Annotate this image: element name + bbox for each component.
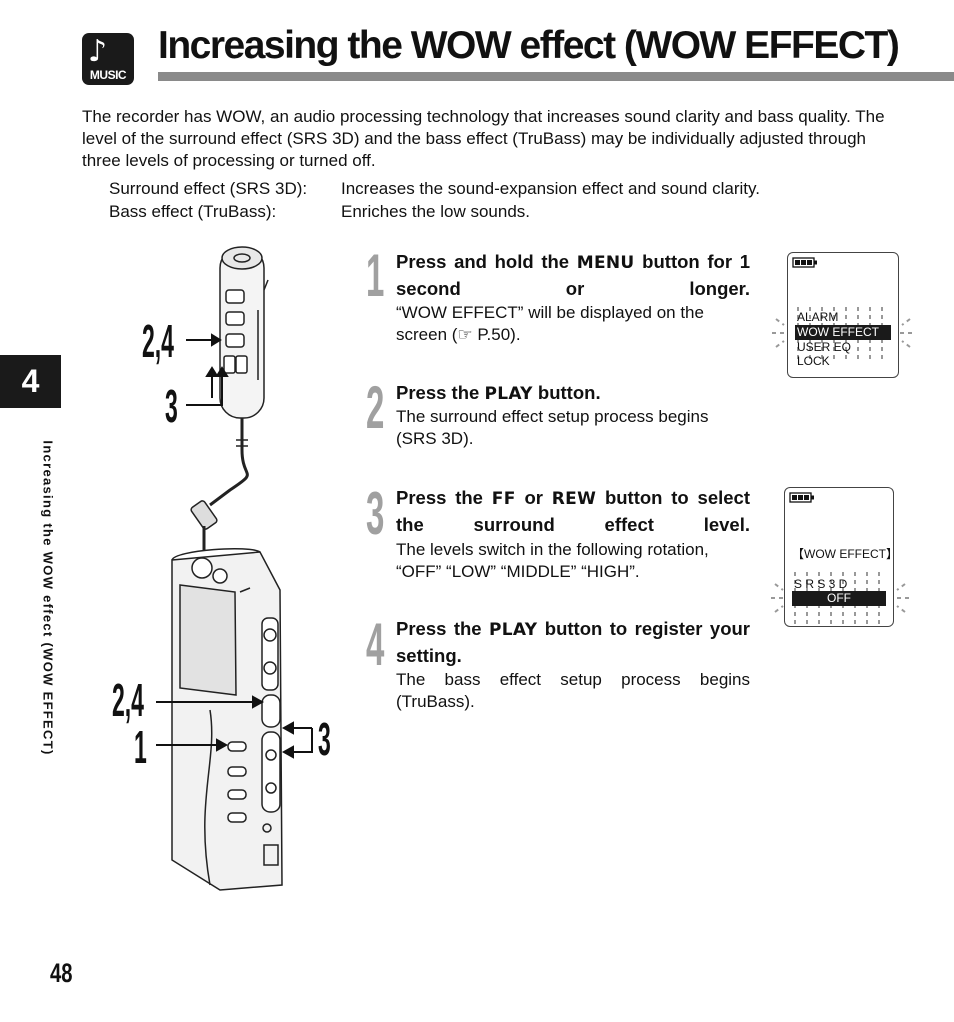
step-body: The surround effect setup process begins… [396,407,709,448]
page-number: 48 [50,958,73,988]
step-body: “WOW EFFECT” will be displayed on the sc… [396,303,704,344]
menu-key-label: MENU [576,253,635,273]
rew-key-label: REW [551,489,597,509]
chapter-side-title: Increasing the WOW effect (WOW EFFECT) [40,440,56,756]
lcd-menu-item: USER EQ [797,340,852,354]
step-heading: Press the PLAY button. [396,382,601,404]
mic-button [225,311,245,326]
music-note-icon: ♪ [88,34,108,69]
step-number: 1 [366,242,385,309]
recorder-illustration [156,246,313,891]
definition-bass: Bass effect (TruBass): Enriches the low s… [109,200,530,223]
music-icon-label: MUSIC [89,68,127,82]
play-key-label: PLAY [489,620,538,640]
definition-term: Bass effect (TruBass): [109,202,277,221]
ff-key-label: FF [491,489,516,509]
lcd-setting-label: S R S 3 D [794,577,848,591]
step-number: 4 [366,611,385,678]
step-body: The bass effect setup process begins (Tr… [396,670,750,711]
lcd-menu-item-selected: WOW EFFECT [795,325,891,340]
diagram-label: 3 [318,713,331,765]
battery-icon [789,492,814,503]
lcd-heading: 【WOW EFFECT】 [792,547,898,561]
step-heading: Press the PLAY button to register your s… [396,618,751,666]
diagram-label: 3 [165,380,178,432]
step-heading: Press and hold the MENU button for 1 sec… [396,251,750,299]
mic-button [223,355,236,374]
recorder-screen [179,584,237,696]
step-body: The levels switch in the following rotat… [396,540,709,581]
diagram-label: 1 [134,721,147,773]
mic-button [225,333,245,348]
step-heading: Press the FF or REW button to select the… [396,487,751,535]
mic-button [225,289,245,304]
chapter-tab: 4 [0,355,61,408]
definition-surround: Surround effect (SRS 3D): Increases the s… [109,177,760,200]
lcd-screen-wow: 【WOW EFFECT】 S R S 3 D OFF [771,487,909,627]
play-key-label: PLAY [484,384,533,404]
definition-desc: Increases the sound-expansion effect and… [341,179,760,198]
music-icon: ♪ MUSIC [82,33,134,85]
blink-indicator [771,572,909,624]
lcd-menu-item: ALARM [797,310,839,324]
definition-desc: Enriches the low sounds. [341,202,530,221]
diagram-label: 2,4 [112,674,144,726]
step-number: 2 [366,374,385,441]
diagram-label: 2,4 [142,315,174,367]
battery-icon [792,257,817,268]
title-underline [158,72,954,81]
lcd-setting-value: OFF [792,591,886,606]
intro-paragraph: The recorder has WOW, an audio processin… [82,107,885,170]
lcd-menu-item: LOCK [797,354,830,368]
ff-rew-button [261,731,281,813]
menu-button [227,741,247,752]
lcd-screen-menu: ALARM WOW EFFECT USER EQ LOCK [772,252,914,378]
step-number: 3 [366,480,385,547]
page-title: Increasing the WOW effect (WOW EFFECT) [158,24,900,67]
mic-button [235,355,248,374]
play-button [261,694,281,728]
reference-icon: ☞ [457,325,473,344]
definition-term: Surround effect (SRS 3D): [109,179,308,198]
